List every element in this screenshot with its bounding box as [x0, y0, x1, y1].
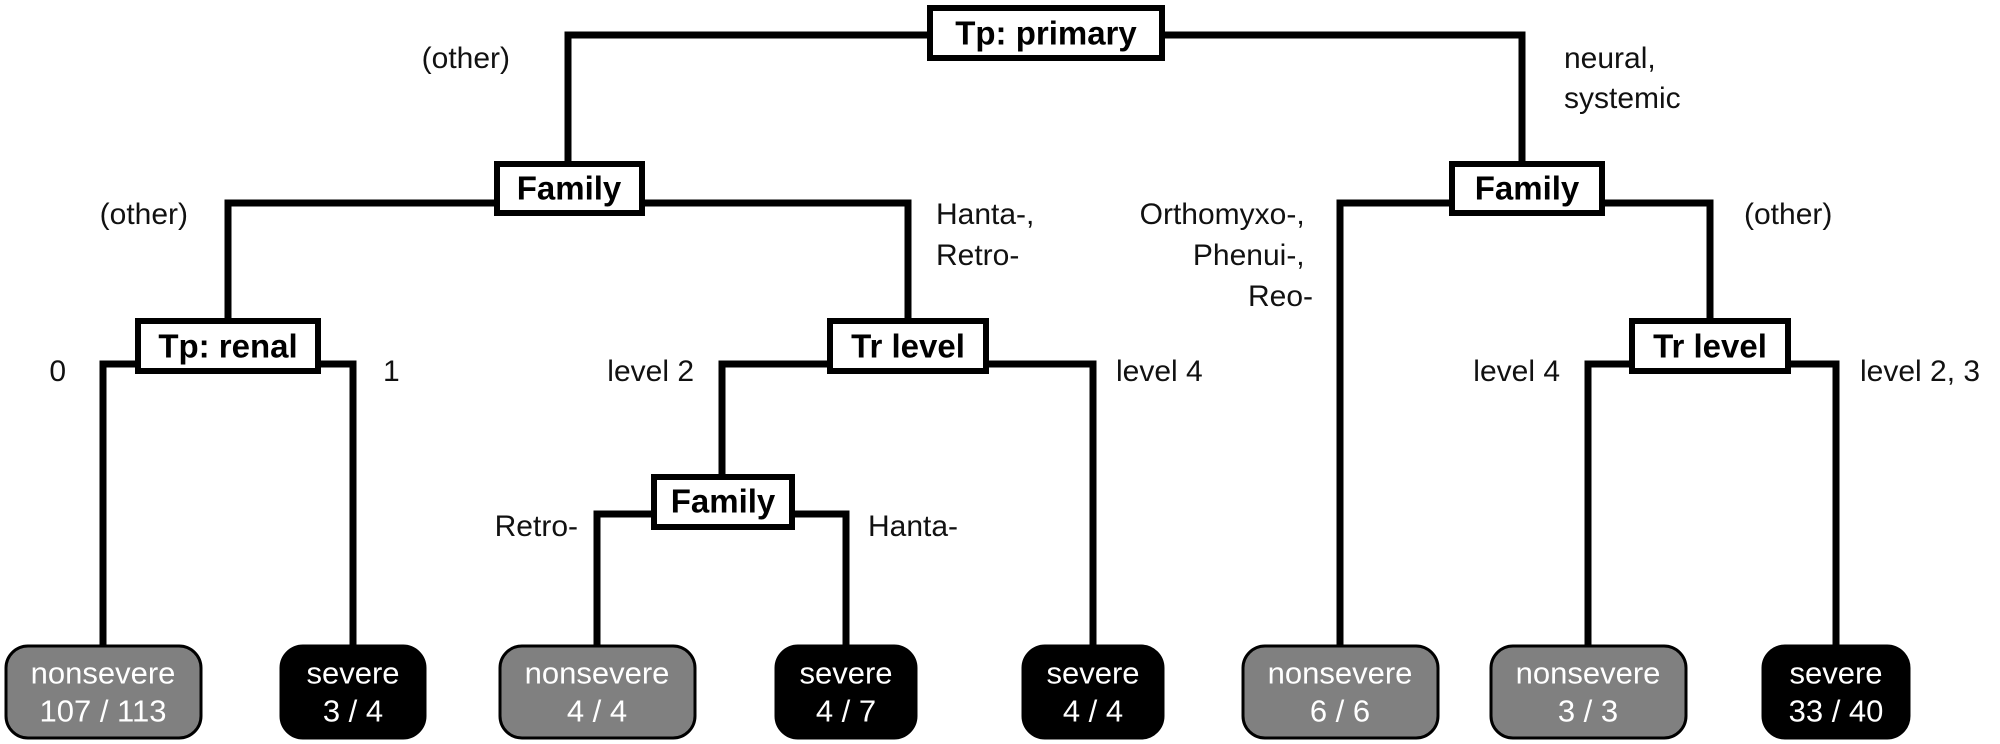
node-root-label: Tp: primary	[955, 15, 1137, 52]
leaf-class: nonsevere	[525, 656, 670, 691]
leaf-count: 4 / 7	[816, 694, 876, 729]
edge-label-root-right: neural, systemic	[1564, 42, 1681, 115]
edge-root-right	[1158, 31, 1526, 172]
leaf-box	[1761, 644, 1911, 740]
leaf-class: nonsevere	[1516, 656, 1661, 691]
leaf-class: nonsevere	[31, 656, 176, 691]
edge-label-tr-level-left-left: level 2	[607, 355, 694, 388]
leaf-6: nonsevere 6 / 6	[1241, 644, 1440, 740]
leaf-box	[1021, 644, 1165, 740]
edge-label-tp-renal-left: 0	[49, 355, 66, 388]
node-family-right-label: Family	[1475, 170, 1580, 207]
edge-family-right-right	[1598, 199, 1714, 329]
leaf-box	[279, 644, 427, 740]
leaf-7: nonsevere 3 / 3	[1489, 644, 1688, 740]
node-family-left-label: Family	[517, 170, 622, 207]
leaf-8: severe 33 / 40	[1761, 644, 1911, 740]
leaf-box	[1241, 644, 1440, 740]
leaf-class: severe	[306, 656, 399, 691]
node-family-bottom-label: Family	[671, 483, 776, 520]
leaf-count: 4 / 4	[1063, 694, 1123, 729]
leaf-5: severe 4 / 4	[1021, 644, 1165, 740]
leaf-box	[1489, 644, 1688, 740]
node-family-left: Family	[494, 161, 645, 216]
edge-tp-renal-left	[99, 360, 142, 652]
edge-label-family-left-right: Hanta-, Retro-	[936, 198, 1043, 272]
edge-family-left-right	[638, 199, 912, 329]
tree-edges	[99, 31, 1840, 652]
leaf-count: 3 / 3	[1558, 694, 1618, 729]
node-tp-renal-label: Tp: renal	[158, 328, 297, 365]
leaf-box	[774, 644, 918, 740]
edge-tr-level-left-right	[982, 360, 1097, 652]
edge-tp-renal-right	[314, 360, 357, 652]
node-tr-level-left: Tr level	[827, 318, 989, 374]
leaf-class: nonsevere	[1268, 656, 1413, 691]
node-tp-renal: Tp: renal	[135, 318, 321, 374]
edge-root-left	[564, 31, 934, 172]
leaf-count: 107 / 113	[40, 694, 167, 729]
edge-tr-level-left-left	[718, 360, 834, 484]
edge-label-family-right-left: Orthomyxo-, Phenui-, Reo-	[1140, 198, 1313, 313]
edge-family-right-left	[1336, 199, 1456, 652]
leaf-box	[4, 644, 203, 740]
edge-family-bottom-right	[788, 510, 850, 652]
leaf-count: 3 / 4	[323, 694, 383, 729]
leaf-4: severe 4 / 7	[774, 644, 918, 740]
node-tr-level-right-label: Tr level	[1653, 328, 1767, 365]
edge-label-tp-renal-right: 1	[383, 355, 400, 388]
node-family-bottom: Family	[651, 474, 795, 530]
node-tr-level-left-label: Tr level	[851, 328, 965, 365]
edge-label-tr-level-right-right: level 2, 3	[1860, 355, 1980, 388]
edge-label-family-left-left: (other)	[100, 198, 188, 231]
edge-label-root-left: (other)	[422, 42, 510, 75]
edge-label-family-bottom-left: Retro-	[495, 510, 578, 543]
edge-family-left-left	[224, 199, 501, 329]
leaf-count: 4 / 4	[567, 694, 627, 729]
edge-tr-level-right-right	[1784, 360, 1840, 652]
leaf-class: severe	[1046, 656, 1139, 691]
leaf-2: severe 3 / 4	[279, 644, 427, 740]
leaf-1: nonsevere 107 / 113	[4, 644, 203, 740]
leaf-box	[498, 644, 697, 740]
edge-label-tr-level-right-left: level 4	[1473, 355, 1560, 388]
leaf-class: severe	[799, 656, 892, 691]
edge-label-tr-level-left-right: level 4	[1116, 355, 1203, 388]
edge-labels: (other) neural, systemic (other) Hanta-,…	[49, 42, 1980, 543]
leaf-class: severe	[1789, 656, 1882, 691]
edge-label-family-bottom-right: Hanta-	[868, 510, 958, 543]
node-root: Tp: primary	[927, 5, 1165, 61]
node-tr-level-right: Tr level	[1629, 318, 1791, 374]
edge-label-family-right-right: (other)	[1744, 198, 1832, 231]
edge-tr-level-right-left	[1584, 360, 1636, 652]
edge-family-bottom-left	[593, 510, 658, 652]
node-family-right: Family	[1449, 161, 1605, 216]
leaf-count: 33 / 40	[1789, 694, 1884, 729]
leaf-3: nonsevere 4 / 4	[498, 644, 697, 740]
leaf-count: 6 / 6	[1310, 694, 1370, 729]
